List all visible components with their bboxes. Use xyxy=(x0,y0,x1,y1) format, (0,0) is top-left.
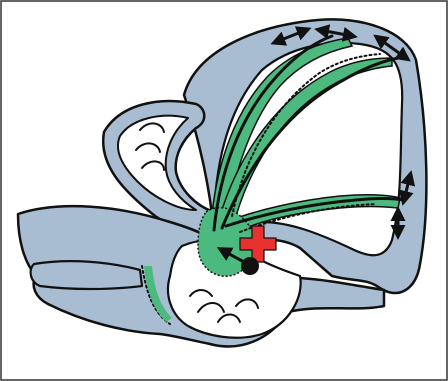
black-dot-icon xyxy=(241,257,259,275)
